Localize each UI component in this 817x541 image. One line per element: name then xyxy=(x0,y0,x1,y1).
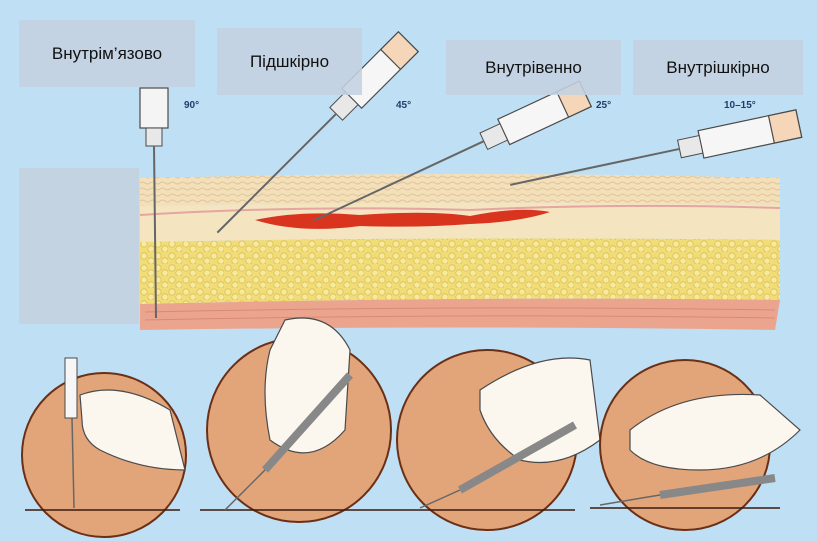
label-subcutaneous: Підшкірно xyxy=(217,28,362,95)
muscle-layer xyxy=(140,299,780,330)
angle-45-label: 45° xyxy=(396,100,411,111)
hand-circle-3 xyxy=(380,350,600,530)
label-intradermal: Внутрішкірно xyxy=(633,40,803,95)
angle-10-15-label: 10–15° xyxy=(724,100,756,111)
skin-cross-section xyxy=(140,174,780,330)
label-intramuscular: Внутрім’язово xyxy=(19,20,195,87)
hand-circle-2 xyxy=(200,318,391,522)
subcutaneous-fat-layer xyxy=(140,238,780,304)
hand-circle-4 xyxy=(590,360,800,530)
angle-90-label: 90° xyxy=(184,100,199,111)
hand-circle-1 xyxy=(22,358,186,537)
angle-25-label: 25° xyxy=(596,100,611,111)
label-intravenous: Внутрівенно xyxy=(446,40,621,95)
epidermis-layer xyxy=(140,174,780,206)
overlay-box xyxy=(19,168,139,324)
